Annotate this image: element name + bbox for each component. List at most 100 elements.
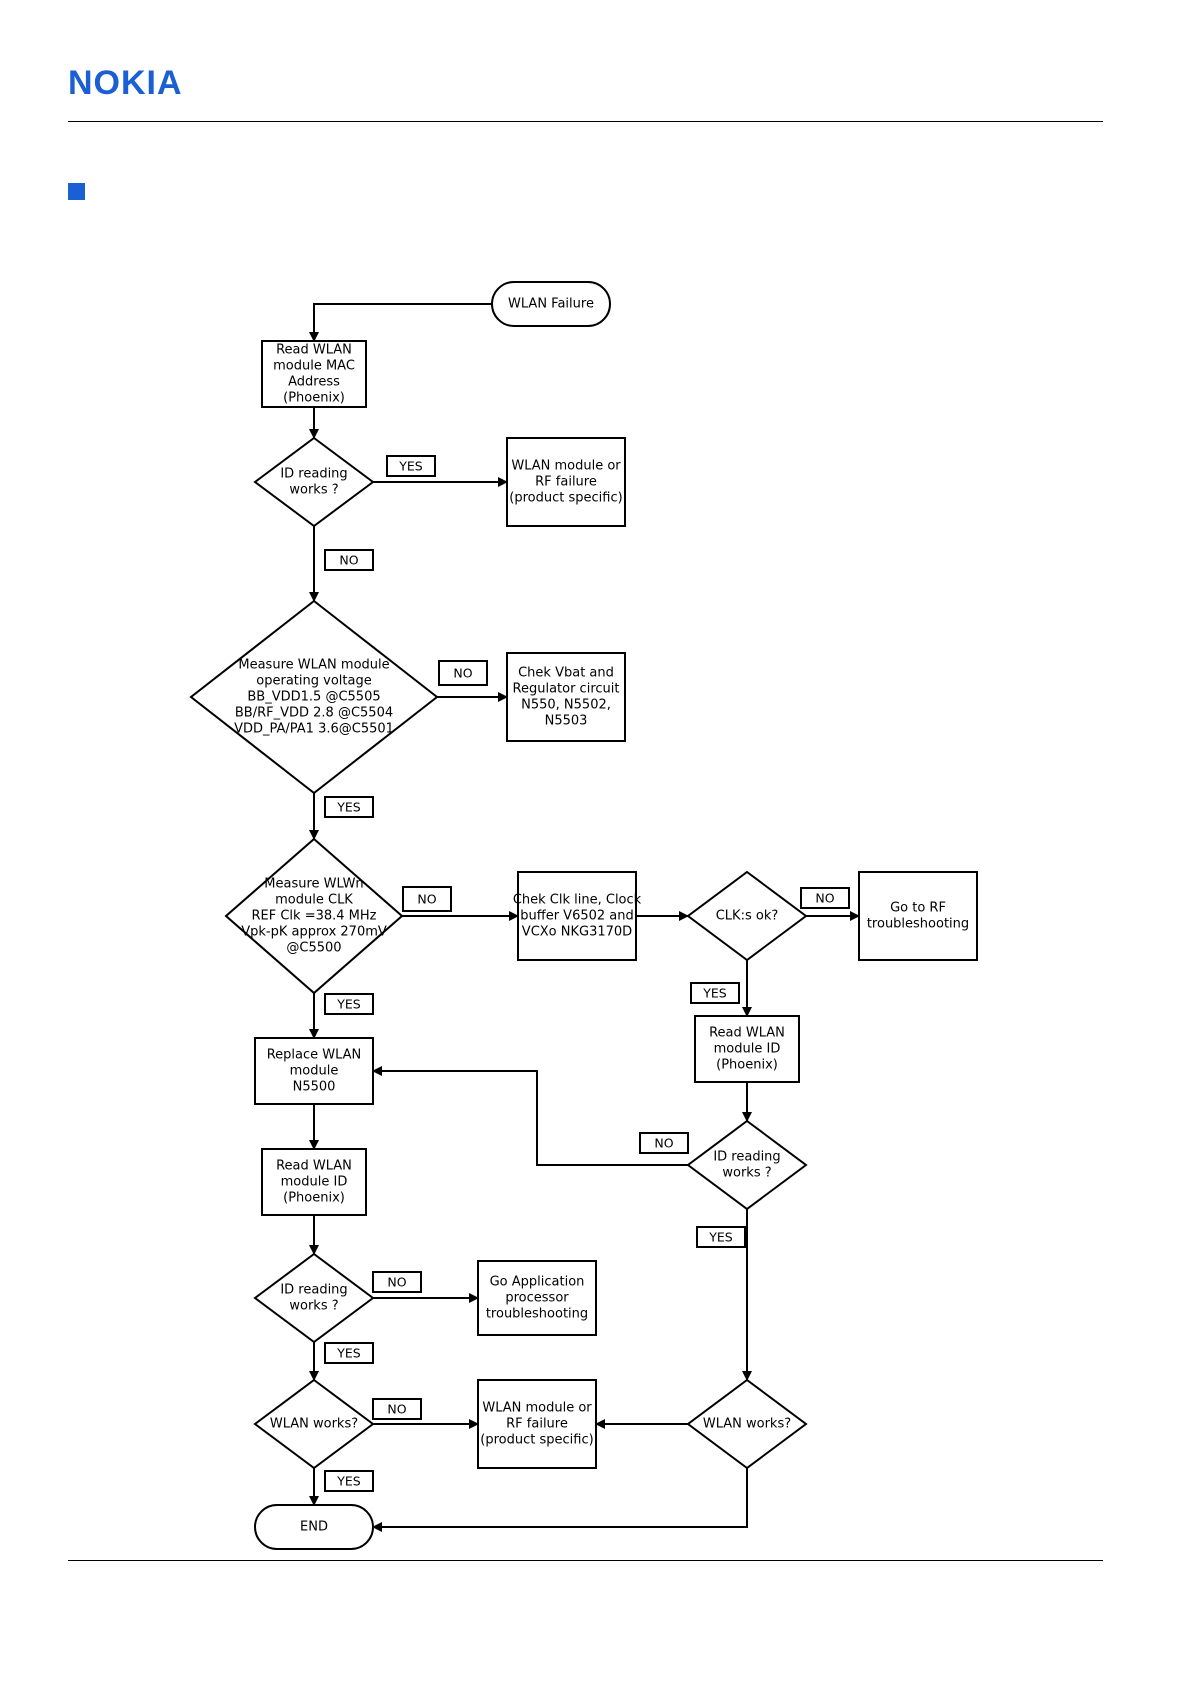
flowchart-edge-labels: YES NO NO YES NO NO YES YES NO YES NO YES NO YES [324,455,850,1492]
edge-label-volt-yes: YES [324,796,374,818]
svg-text:NO: NO [654,1136,673,1151]
svg-text:YES: YES [336,800,361,815]
svg-text:YES: YES [336,997,361,1012]
node-text-line: module CLK [275,893,353,908]
node-text-line: processor [505,1291,569,1306]
node-text-line: troubleshooting [486,1307,588,1322]
node-text-line: Read WLAN [276,343,352,358]
node-text-line: RF failure [535,475,597,490]
edge-label-clks-yes: YES [690,982,740,1004]
edge-label-id3-no: NO [372,1271,422,1293]
edge-label-wl-yes: YES [324,1470,374,1492]
node-text-line: module ID [714,1042,781,1057]
edge-label-clk-no: NO [402,886,452,912]
svg-text:YES: YES [336,1474,361,1489]
svg-text:NO: NO [417,892,436,907]
svg-text:NO: NO [453,666,472,681]
header-rule [68,121,1103,122]
node-text-line: BB_VDD1.5 @C5505 [247,690,380,705]
node-text-line: BB/RF_VDD 2.8 @C5504 [235,706,393,721]
node-wlan-works-right: WLAN works? [686,1378,808,1470]
node-clks-ok: CLK:s ok? [686,870,808,962]
svg-text:YES: YES [708,1230,733,1245]
svg-text:YES: YES [398,459,423,474]
node-text-line: Read WLAN [276,1159,352,1174]
footer-rule [68,1560,1103,1561]
node-end: END [254,1504,374,1550]
node-text-line: WLAN module or [482,1401,592,1416]
node-text-line: Vpk-pK approx 270mV [241,925,387,940]
node-text-line: ID reading [280,1283,347,1298]
node-text-line: Read WLAN [709,1026,785,1041]
svg-text:NO: NO [387,1275,406,1290]
node-text-line: WLAN Failure [508,297,594,312]
node-text-line: ID reading [280,467,347,482]
edge-label-clks-no: NO [800,887,850,909]
edge-label-volt-no: NO [438,660,488,686]
node-text-line: module MAC [273,359,355,374]
node-text-line: operating voltage [256,674,371,689]
node-text-line: VCXo NKG3170D [522,925,632,940]
node-text-line: works ? [289,483,338,498]
edge-label-idr-no: NO [639,1132,689,1154]
node-text-line: troubleshooting [867,917,969,932]
node-text-line: @C5500 [286,941,341,956]
node-text-line: module ID [281,1175,348,1190]
flowchart-edges [309,303,860,1532]
node-text-line: END [300,1520,328,1535]
edge-id-right-no [372,1066,688,1166]
node-text-line: ID reading [713,1150,780,1165]
node-text-line: N5503 [545,714,588,729]
edge-label-id1-no: NO [324,549,374,571]
edge-label-id3-yes: YES [324,1342,374,1364]
node-text-line: buffer V6502 and [520,909,634,924]
node-text-line: Measure WLWn [264,877,363,892]
node-start: WLAN Failure [491,281,611,327]
section-marker-icon [68,183,85,200]
node-text-line: WLAN module or [511,459,621,474]
node-text-line: N550, N5502, [521,698,611,713]
node-text-line: WLAN works? [270,1417,358,1432]
node-wlan-works-left: WLAN works? [253,1378,375,1470]
node-text-line: Regulator circuit [513,682,620,697]
edge-start-to-read-mac [309,303,492,342]
node-text-line: VDD_PA/PA1 3.6@C5501 [234,722,394,737]
svg-text:YES: YES [702,986,727,1001]
nokia-logo: NOKIA [68,64,183,102]
node-text-line: (Phoenix) [716,1058,778,1073]
node-text-line: Replace WLAN [267,1048,362,1063]
edge-label-idr-yes: YES [696,1226,746,1248]
node-text-line: (Phoenix) [283,1191,345,1206]
node-text-line: Measure WLAN module [238,658,389,673]
node-text-line: WLAN works? [703,1417,791,1432]
node-text-line: Address [288,375,340,390]
node-text-line: CLK:s ok? [716,909,779,924]
svg-text:NO: NO [815,891,834,906]
edge-label-wl-no: NO [372,1398,422,1420]
svg-text:NO: NO [387,1402,406,1417]
node-text-line: Chek Vbat and [518,666,614,681]
node-text-line: module [290,1064,339,1079]
node-text-line: Go to RF [890,901,946,916]
node-text-line: RF failure [506,1417,568,1432]
edge-label-clk-yes: YES [324,993,374,1015]
node-text-line: REF Clk =38.4 MHz [252,909,377,924]
node-text-line: Go Application [490,1275,585,1290]
